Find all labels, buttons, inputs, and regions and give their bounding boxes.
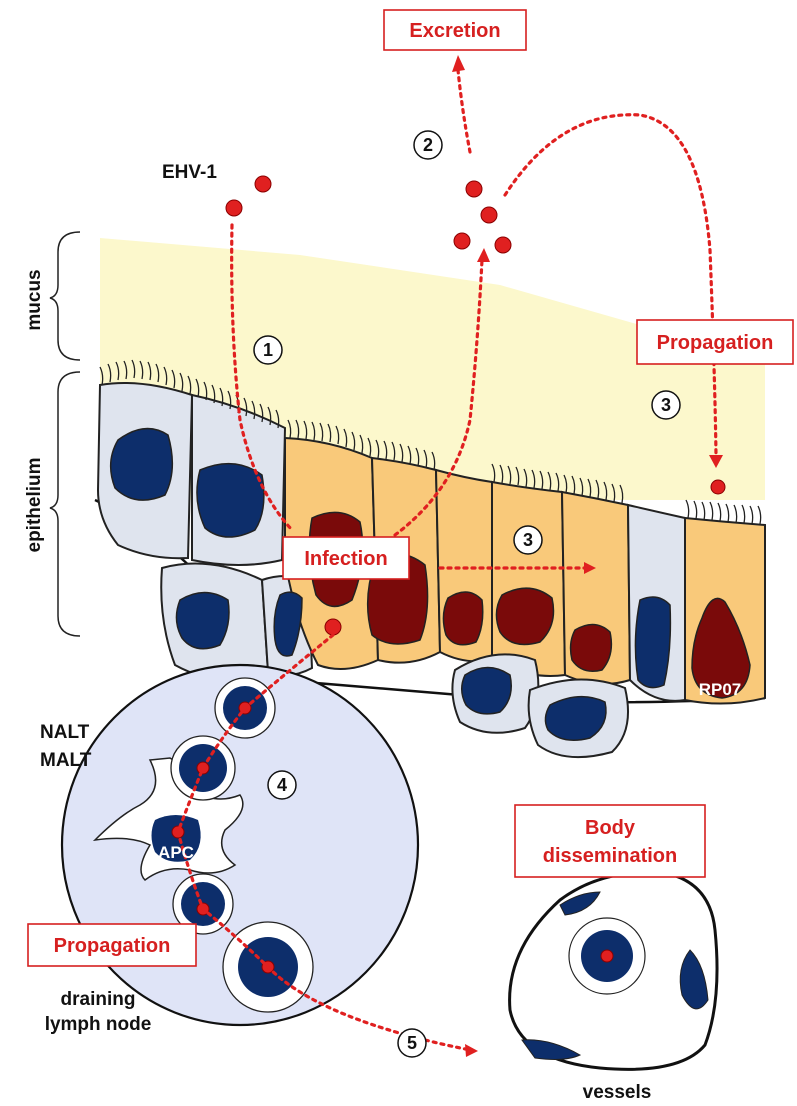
nucleus-uninfected [635, 597, 670, 688]
vessels-label: vessels [583, 1082, 652, 1103]
draining-label-line1: draining [61, 989, 136, 1010]
path-excretion [458, 70, 470, 152]
step-4-label: 4 [277, 775, 287, 795]
apc-label: APC [158, 843, 194, 862]
nucleus-uninfected [462, 668, 512, 714]
excretion-label: Excretion [409, 20, 500, 42]
step-2-label: 2 [423, 135, 433, 155]
virus-particle [495, 237, 511, 253]
epithelium-label: epithelium [24, 457, 45, 552]
ehv1-label: EHV-1 [162, 162, 217, 183]
virus-particle [711, 480, 725, 494]
body-dissemination-line2: dissemination [543, 845, 677, 867]
infection-label: Infection [304, 548, 387, 570]
rp07-label: RP07 [699, 680, 742, 699]
nucleus-infected [571, 624, 612, 671]
virus-particle [226, 200, 242, 216]
propagation-top-label: Propagation [657, 332, 774, 354]
nucleus-infected [496, 588, 553, 644]
step-1-label: 1 [263, 340, 273, 360]
mucus-label: mucus [24, 269, 45, 330]
virus-particle [454, 233, 470, 249]
epithelium-bracket [50, 372, 80, 636]
draining-label-line2: lymph node [45, 1014, 152, 1035]
virus-particle [255, 176, 271, 192]
body-dissemination-line1: Body [585, 817, 636, 839]
virus-particle [325, 619, 341, 635]
step-3b-label: 3 [523, 530, 533, 550]
nucleus-uninfected [176, 593, 229, 649]
nucleus-uninfected [111, 429, 173, 501]
virus-particle [466, 181, 482, 197]
virus-particle [481, 207, 497, 223]
malt-label: MALT [40, 750, 92, 771]
nalt-label: NALT [40, 722, 90, 743]
mucus-bracket [50, 232, 80, 360]
step-3a-label: 3 [661, 395, 671, 415]
nucleus-infected [443, 592, 482, 645]
virus-particle [601, 950, 613, 962]
propagation-bottom-label: Propagation [54, 935, 171, 957]
epithelial-cell-infected [492, 482, 565, 676]
nucleus-uninfected [197, 464, 264, 537]
step-5-label: 5 [407, 1033, 417, 1053]
